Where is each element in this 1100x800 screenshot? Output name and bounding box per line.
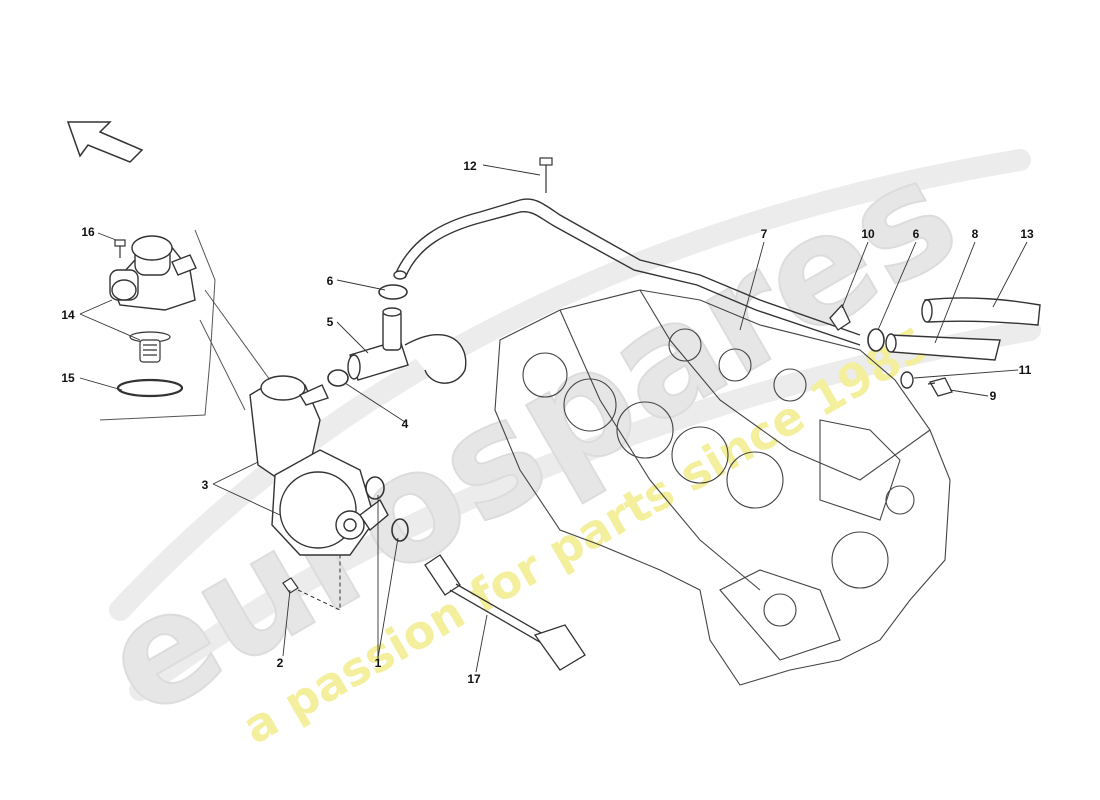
callout-12: 12 (463, 159, 477, 173)
thermostat (129, 331, 171, 363)
leader-lines (79, 164, 1028, 673)
clip-10 (829, 303, 851, 331)
inset-frame (99, 229, 271, 421)
callout-10: 10 (861, 227, 875, 241)
thermostat-housing (109, 235, 197, 311)
bolt-12 (539, 157, 553, 193)
dashed-guide (297, 555, 341, 611)
callout-7: 7 (761, 227, 768, 241)
sensor-9 (927, 377, 953, 397)
hose-clamp-6-left (378, 284, 408, 300)
callout-16: 16 (81, 225, 95, 239)
o-ring-pump-lower (391, 518, 409, 542)
callout-3: 3 (202, 478, 209, 492)
callout-13: 13 (1020, 227, 1034, 241)
gasket-11 (900, 371, 914, 389)
watermark-swoosh (109, 149, 1041, 701)
callout-6-left: 6 (327, 274, 334, 288)
callout-17: 17 (467, 672, 481, 686)
callout-2: 2 (277, 656, 284, 670)
bolt-2 (282, 577, 299, 594)
callout-6-right: 6 (913, 227, 920, 241)
callout-1: 1 (375, 656, 382, 670)
o-ring-pump-upper (365, 476, 385, 500)
hose-clamp-4 (327, 369, 349, 387)
drive-shaft (424, 554, 586, 671)
callout-14: 14 (61, 308, 75, 322)
callout-4: 4 (402, 417, 409, 431)
callout-8: 8 (972, 227, 979, 241)
bolt-16 (114, 239, 126, 258)
coolant-pipe-5 (347, 307, 467, 384)
callout-15: 15 (61, 371, 75, 385)
direction-arrow-icon (66, 121, 144, 163)
watermark-brand: eurospares (76, 126, 984, 751)
o-ring (116, 378, 184, 398)
hose-8 (885, 333, 1001, 361)
callout-5: 5 (327, 315, 334, 329)
callout-11: 11 (1019, 363, 1032, 377)
water-pump (249, 375, 389, 556)
coolant-pipe-7 (393, 198, 861, 346)
hose-clamp-6-right (867, 328, 885, 352)
callout-9: 9 (990, 389, 997, 403)
engine-block (494, 289, 951, 686)
callout-labels: 12 16 14 15 6 5 4 3 2 1 17 7 10 6 8 13 1… (61, 159, 1034, 686)
hose-13 (921, 297, 1041, 326)
